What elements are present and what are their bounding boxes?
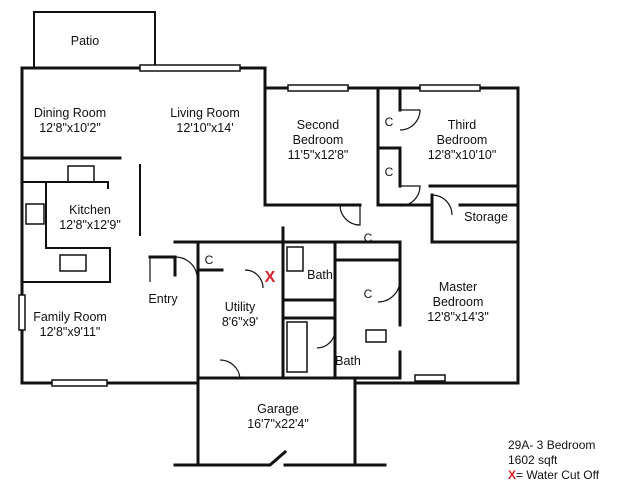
window	[51, 379, 108, 387]
utility-name: Utility	[224, 300, 256, 314]
window	[139, 64, 241, 72]
door-swing	[339, 204, 361, 226]
third-bedroom-size: 12'8"x10'10"	[427, 148, 497, 162]
sink	[59, 254, 87, 272]
second-bedroom-name1: Second	[296, 118, 340, 132]
exterior-wall-east	[353, 240, 520, 385]
third-bedroom-name2: Bedroom	[436, 133, 488, 147]
master-bedroom-name1: Master	[438, 280, 478, 294]
third-bedroom-name1: Third	[447, 118, 477, 132]
window	[18, 294, 26, 331]
garage-wall	[196, 376, 357, 467]
utility-size: 8'6"x9'	[221, 315, 259, 329]
utility-label: Utility 8'6"x9'	[222, 300, 258, 330]
legend-key: X= Water Cut Off	[508, 468, 599, 483]
storage-wall	[430, 193, 520, 244]
master-bedroom-label: Master Bedroom 12'8"x14'3"	[427, 280, 489, 325]
legend: 29A- 3 Bedroom 1602 sqft X= Water Cut Of…	[508, 438, 599, 483]
door-swing	[316, 329, 336, 349]
family-room-size: 12'8"x9'11"	[39, 325, 101, 339]
dining-room-label: Dining Room 12'8"x10'2"	[34, 106, 106, 136]
closet-label: C	[363, 287, 373, 301]
garage-name: Garage	[257, 402, 299, 416]
closet-label: C	[363, 231, 373, 245]
master-bedroom-size: 12'8"x14'3"	[427, 310, 489, 324]
patio-label: Patio	[70, 34, 100, 48]
patio-outline	[33, 11, 156, 69]
storage-label: Storage	[464, 210, 508, 224]
door-swing	[399, 109, 421, 131]
bath-label-2: Bath	[335, 354, 361, 368]
master-vanity	[365, 329, 387, 343]
legend-key-mark: X	[508, 468, 517, 482]
entry-label: Entry	[148, 292, 178, 306]
kitchen-size: 12'8"x12'9"	[59, 218, 121, 232]
legend-area: 1602 sqft	[508, 453, 558, 467]
third-bedroom-label: Third Bedroom 12'8"x10'10"	[428, 118, 497, 163]
closet-label: C	[384, 165, 394, 179]
fridge	[67, 165, 95, 183]
bath-wall	[281, 298, 337, 320]
dining-room-name: Dining Room	[33, 106, 107, 120]
door-swing	[431, 194, 453, 216]
door-swing	[174, 256, 198, 276]
dining-room-size: 12'8"x10'2"	[39, 121, 101, 135]
door-swing	[219, 359, 241, 379]
closet-wall	[376, 86, 402, 207]
second-bedroom-name2: Bedroom	[292, 133, 344, 147]
legend-plan: 29A- 3 Bedroom	[508, 438, 596, 452]
bath-vanity	[286, 246, 304, 272]
window	[414, 374, 446, 382]
garage-label: Garage 16'7"x22'4"	[247, 402, 309, 432]
living-room-label: Living Room 12'10"x14'	[170, 106, 239, 136]
utility-wall	[196, 226, 337, 385]
door-swing	[399, 185, 421, 207]
window	[287, 84, 349, 92]
stove	[25, 203, 45, 225]
master-wall	[333, 258, 402, 380]
second-bedroom-size: 11'5"x12'8"	[287, 148, 349, 162]
bath-label-1: Bath	[307, 268, 333, 282]
door-swing	[244, 269, 264, 289]
family-room-name: Family Room	[33, 310, 107, 324]
tub	[286, 321, 308, 373]
family-room-label: Family Room 12'8"x9'11"	[33, 310, 107, 340]
kitchen-label: Kitchen 12'8"x12'9"	[59, 203, 121, 233]
garage-door	[173, 449, 387, 467]
closet-wall-entry	[196, 240, 224, 272]
kitchen-name: Kitchen	[69, 203, 111, 217]
living-room-name: Living Room	[170, 106, 240, 120]
living-room-size: 12'10"x14'	[176, 121, 234, 135]
second-bedroom-label: Second Bedroom 11'5"x12'8"	[288, 118, 349, 163]
garage-size: 16'7"x22'4"	[247, 417, 309, 431]
closet-label: C	[384, 115, 394, 129]
closet-label: C	[204, 253, 214, 267]
kitchen-counter	[21, 181, 111, 283]
master-bedroom-name2: Bedroom	[432, 295, 484, 309]
window	[419, 84, 481, 92]
legend-key-text: = Water Cut Off	[516, 468, 600, 482]
water-shutoff-marker: X	[264, 269, 276, 286]
door-swing	[377, 279, 401, 303]
